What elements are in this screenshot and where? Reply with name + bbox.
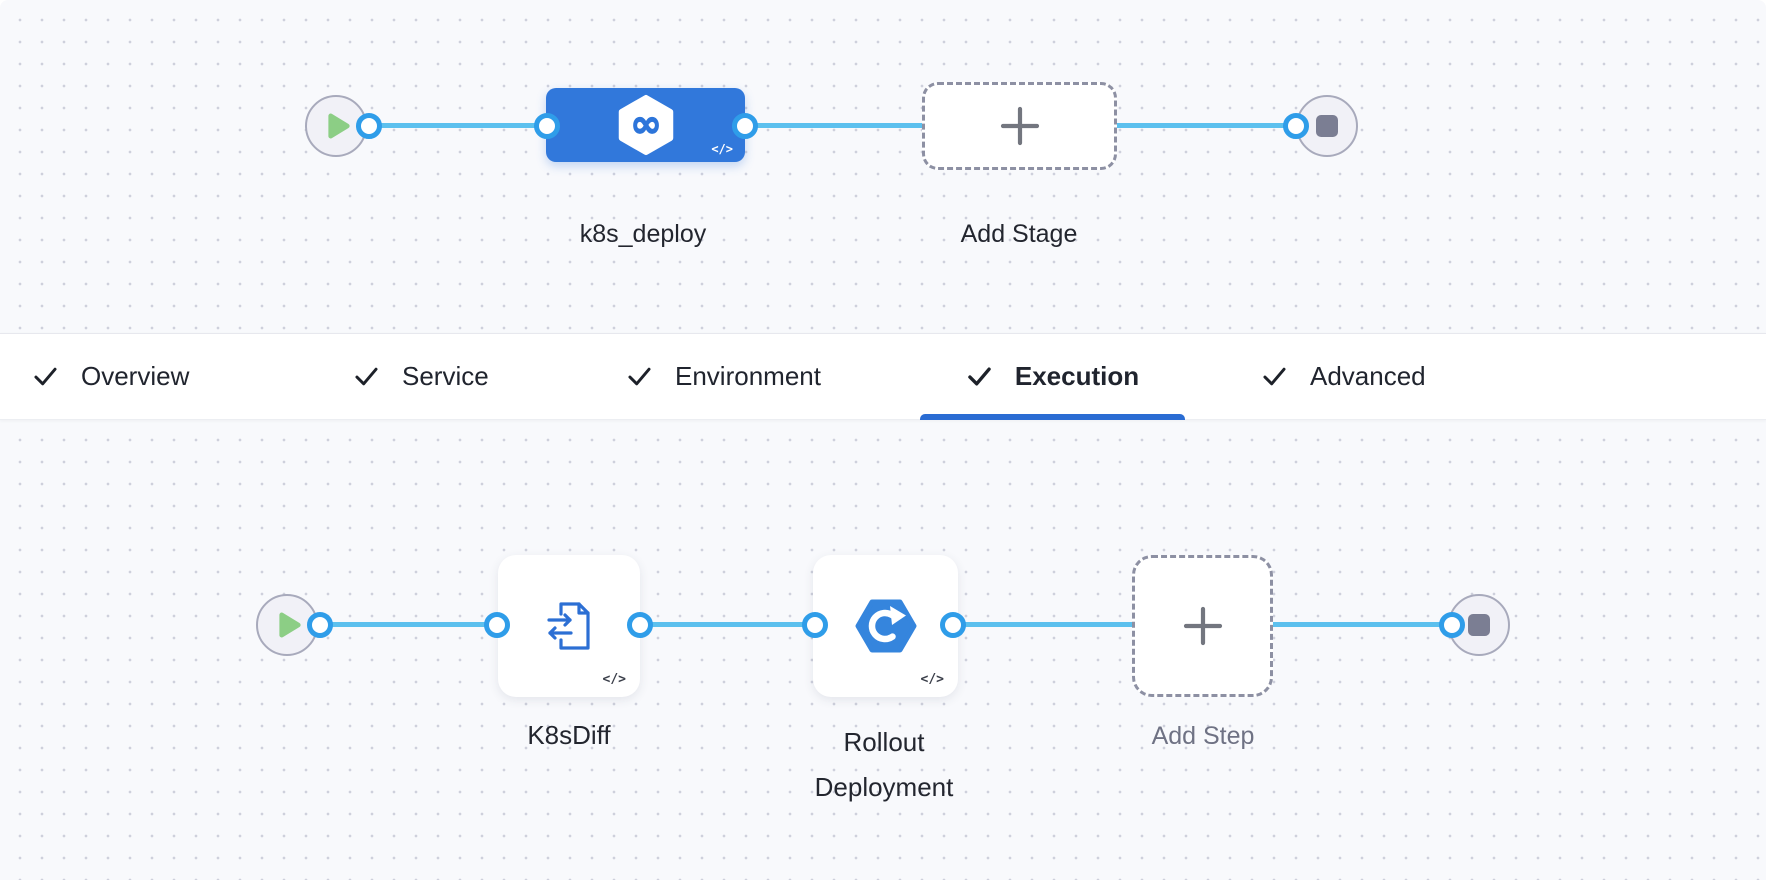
code-toggle-badge: </> [920,672,944,687]
stop-icon [1468,614,1490,636]
check-icon [34,367,57,386]
add-stage-button[interactable] [922,82,1117,170]
code-toggle-badge: </> [711,142,733,156]
port-stage-out[interactable] [732,113,758,139]
add-step-button[interactable] [1132,555,1273,697]
port-start-out[interactable] [356,113,382,139]
harness-infinity-icon: ∞ [618,94,673,156]
tab-label: Service [402,361,489,391]
step-node-k8sdiff[interactable]: </> [498,555,640,697]
svg-text:∞: ∞ [630,101,661,145]
stage-canvas[interactable]: ∞ </> k8s_deploy Add Stage [0,0,1766,333]
plus-icon [1000,106,1039,146]
port-stage-in[interactable] [534,113,560,139]
tab-label: Overview [81,361,190,391]
tab-execution[interactable]: Execution [920,334,1185,420]
plus-icon [1183,606,1222,646]
active-tab-underline [920,414,1185,420]
tab-overview[interactable]: Overview [32,334,189,419]
stage-label: k8s_deploy [579,220,707,248]
port-k8sdiff-out[interactable] [627,612,653,638]
rollout-deployment-icon [855,599,916,653]
port-k8sdiff-in[interactable] [484,612,510,638]
k8s-diff-icon [547,602,590,650]
tab-service[interactable]: Service [353,334,489,419]
check-icon [628,367,651,386]
stage-connector-line [336,123,1327,128]
stage-config-tab-bar: Overview Service Environment Execution A… [0,333,1766,420]
add-stage-label: Add Stage [960,220,1078,248]
port-start-out[interactable] [307,612,333,638]
step-label-k8sdiff: K8sDiff [527,720,611,750]
add-step-label: Add Step [1151,722,1255,750]
step-label-rollout-deployment: Rollout Deployment [814,727,954,802]
stage-node-k8s-deploy[interactable]: ∞ </> [546,88,745,162]
port-rollout-out[interactable] [940,612,966,638]
port-end-in[interactable] [1439,612,1465,638]
tab-environment[interactable]: Environment [626,334,821,419]
check-icon [1263,367,1286,386]
stop-icon [1316,115,1338,137]
step-node-rollout-deployment[interactable]: </> [813,555,958,697]
check-icon [355,367,378,386]
port-rollout-in[interactable] [802,612,828,638]
port-end-in[interactable] [1283,113,1309,139]
code-toggle-badge: </> [602,672,626,687]
check-icon [968,367,991,386]
tab-label: Execution [1014,361,1140,391]
tab-label: Environment [675,361,821,391]
execution-canvas[interactable]: </> K8sDiff </> Rollout Deployment Add S… [0,420,1766,880]
pipeline-end-node [1296,95,1358,157]
play-icon [278,612,301,638]
tab-advanced[interactable]: Advanced [1261,334,1426,419]
play-icon [327,113,350,139]
tab-label: Advanced [1310,361,1426,391]
